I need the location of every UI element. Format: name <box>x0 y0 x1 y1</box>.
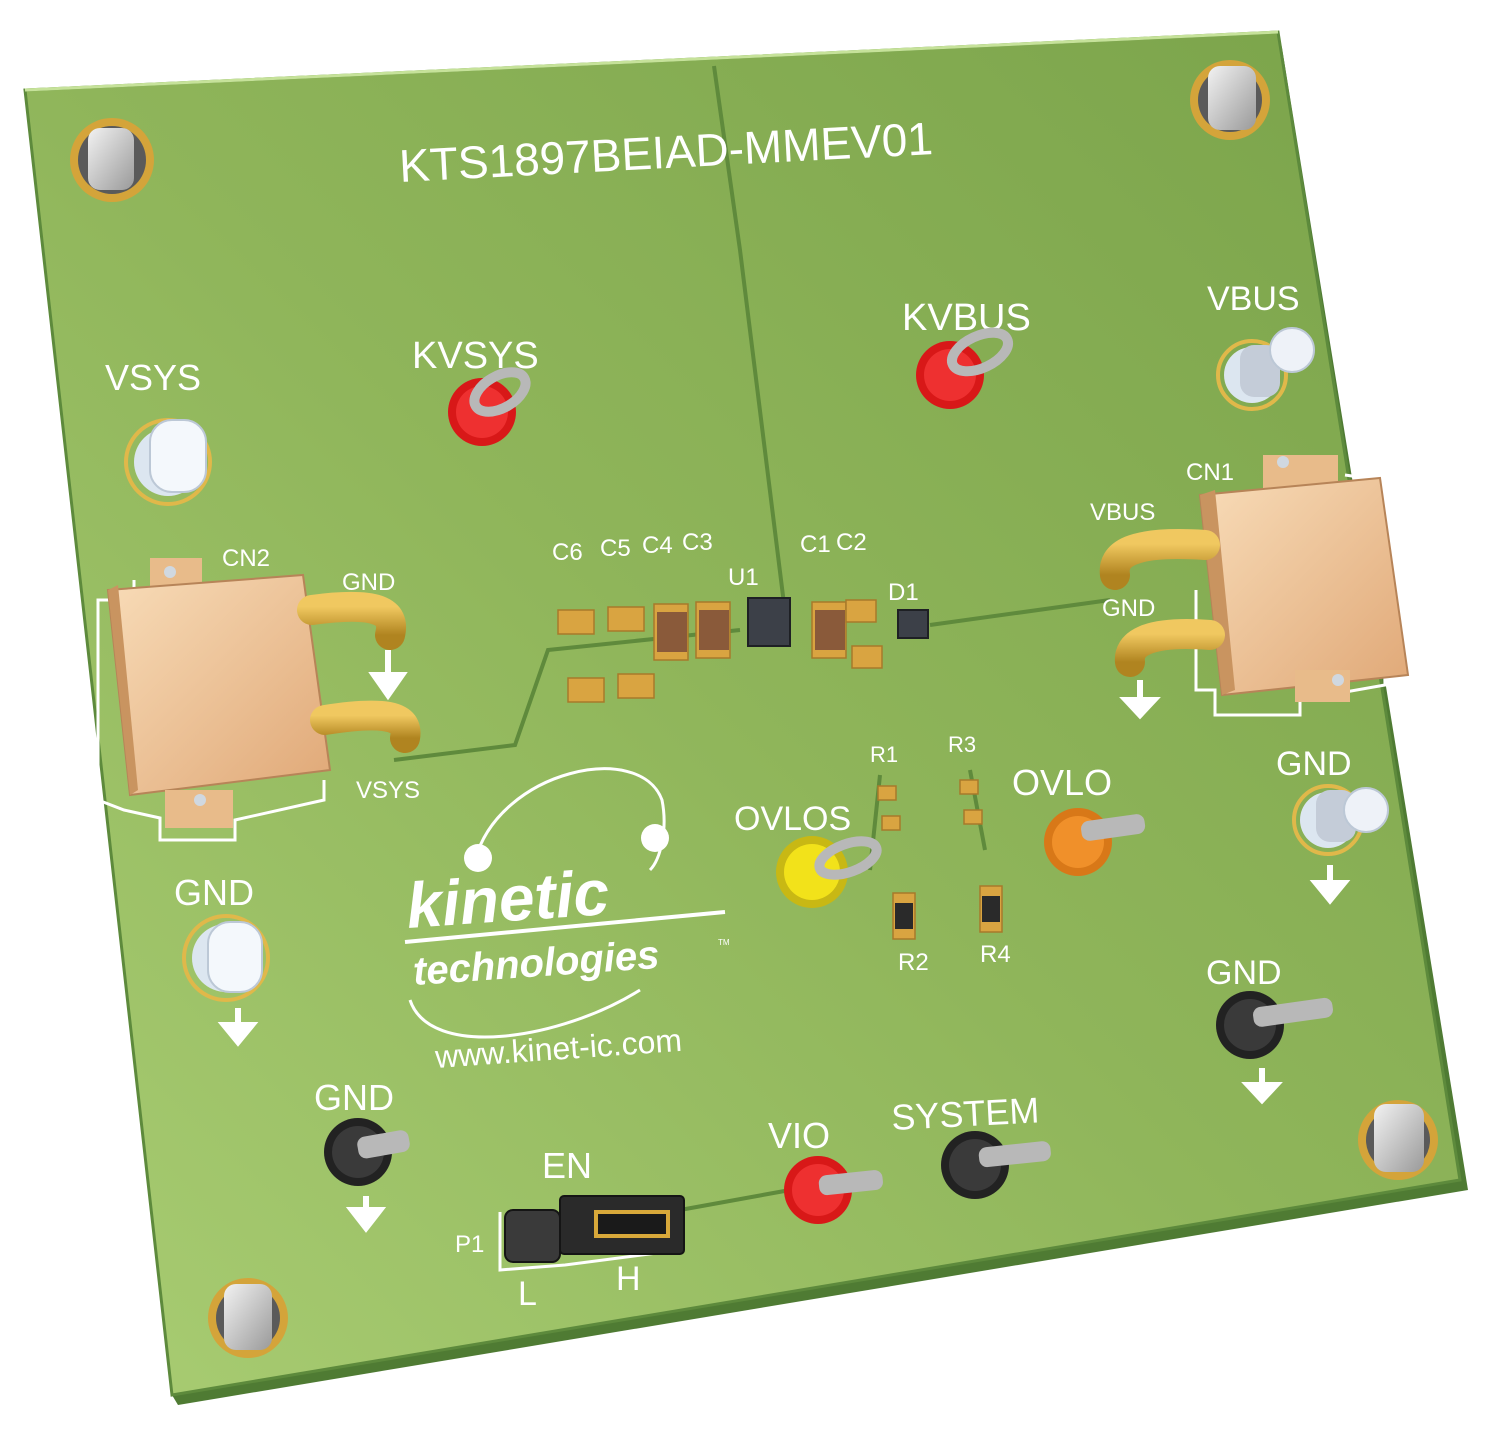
testpoint-kvbus-red[interactable] <box>916 325 1014 409</box>
label-vsys-left: VSYS <box>105 357 201 398</box>
testpoint-gnd-black-left[interactable] <box>324 1118 411 1186</box>
resistor-r3 <box>959 779 983 825</box>
label-r1: R1 <box>870 742 898 767</box>
label-cn1-gnd: GND <box>1102 595 1155 622</box>
testpoint-vsys-white[interactable] <box>124 418 212 506</box>
connector-cn2[interactable] <box>96 558 421 842</box>
pcb-board <box>23 30 1468 1405</box>
logo-kinetic: kinetic <box>404 856 611 942</box>
label-c5: C5 <box>600 535 631 562</box>
resistor-r4 <box>979 885 1003 933</box>
label-cn2-vsys: VSYS <box>356 777 420 804</box>
capacitor-c5 <box>607 606 655 699</box>
label-p1: P1 <box>455 1231 484 1258</box>
label-c1: C1 <box>800 531 831 558</box>
capacitor-c2 <box>845 599 883 669</box>
ground-arrow-right-lower <box>1241 1068 1283 1105</box>
label-gnd-right-upper: GND <box>1276 745 1352 783</box>
label-u1: U1 <box>728 564 759 591</box>
label-c6: C6 <box>552 539 583 566</box>
resistor-r1 <box>877 785 901 831</box>
logo-tm: TM <box>718 938 730 947</box>
label-system: SYSTEM <box>890 1089 1040 1138</box>
jumper-en-p1[interactable] <box>504 1195 685 1263</box>
label-vbus-right: VBUS <box>1207 280 1300 318</box>
mounting-hole-bottom-right <box>1358 1100 1438 1180</box>
label-ovlos: OVLOS <box>734 800 851 838</box>
label-gnd-right-lower: GND <box>1206 954 1282 992</box>
testpoint-vio-red[interactable] <box>784 1156 884 1224</box>
testpoint-vbus-white[interactable] <box>1216 327 1315 411</box>
capacitor-c1 <box>811 601 847 659</box>
label-kvbus: KVBUS <box>902 297 1031 339</box>
label-cn1: CN1 <box>1186 459 1234 486</box>
testpoint-system-black[interactable] <box>941 1131 1052 1199</box>
capacitor-c3 <box>695 601 731 659</box>
label-r4: R4 <box>980 941 1011 968</box>
testpoint-gnd-white-right[interactable] <box>1292 784 1389 856</box>
ground-arrow-right-upper <box>1309 865 1351 905</box>
mounting-hole-top-left <box>70 118 154 202</box>
ic-u1 <box>747 597 791 647</box>
label-en: EN <box>542 1145 592 1186</box>
label-cn1-vbus: VBUS <box>1090 499 1155 526</box>
testpoint-kvsys-red[interactable] <box>448 364 532 446</box>
label-d1: D1 <box>888 579 919 606</box>
label-cn2-gnd: GND <box>342 569 395 596</box>
ground-arrow-left-lower <box>345 1196 387 1233</box>
label-c2: C2 <box>836 529 867 556</box>
label-r3: R3 <box>948 732 976 757</box>
label-l: L <box>518 1275 537 1313</box>
ground-arrow-left-upper <box>217 1008 259 1047</box>
testpoint-ovlos-yellow[interactable] <box>776 835 882 908</box>
mounting-hole-top-right <box>1190 60 1270 140</box>
label-gnd-left-upper: GND <box>174 872 254 913</box>
label-cn2: CN2 <box>222 545 270 572</box>
resistor-r2 <box>892 892 916 940</box>
capacitor-c6 <box>557 609 605 703</box>
label-c4: C4 <box>642 532 673 559</box>
label-ovlo: OVLO <box>1012 762 1112 803</box>
label-vio: VIO <box>768 1115 830 1156</box>
label-c3: C3 <box>682 529 713 556</box>
label-h: H <box>616 1260 641 1298</box>
diode-d1 <box>897 609 929 639</box>
ground-arrow-cn1 <box>1119 680 1161 720</box>
mounting-hole-bottom-left <box>208 1278 288 1358</box>
testpoint-ovlo-orange[interactable] <box>1044 808 1146 876</box>
label-r2: R2 <box>898 949 929 976</box>
testpoint-gnd-black-right[interactable] <box>1216 991 1334 1059</box>
testpoint-gnd-white-left[interactable] <box>182 914 270 1002</box>
label-gnd-left-lower: GND <box>314 1077 394 1118</box>
connector-cn1[interactable] <box>1099 455 1410 717</box>
ground-arrow-cn2 <box>368 650 408 701</box>
capacitor-c4 <box>653 603 689 661</box>
